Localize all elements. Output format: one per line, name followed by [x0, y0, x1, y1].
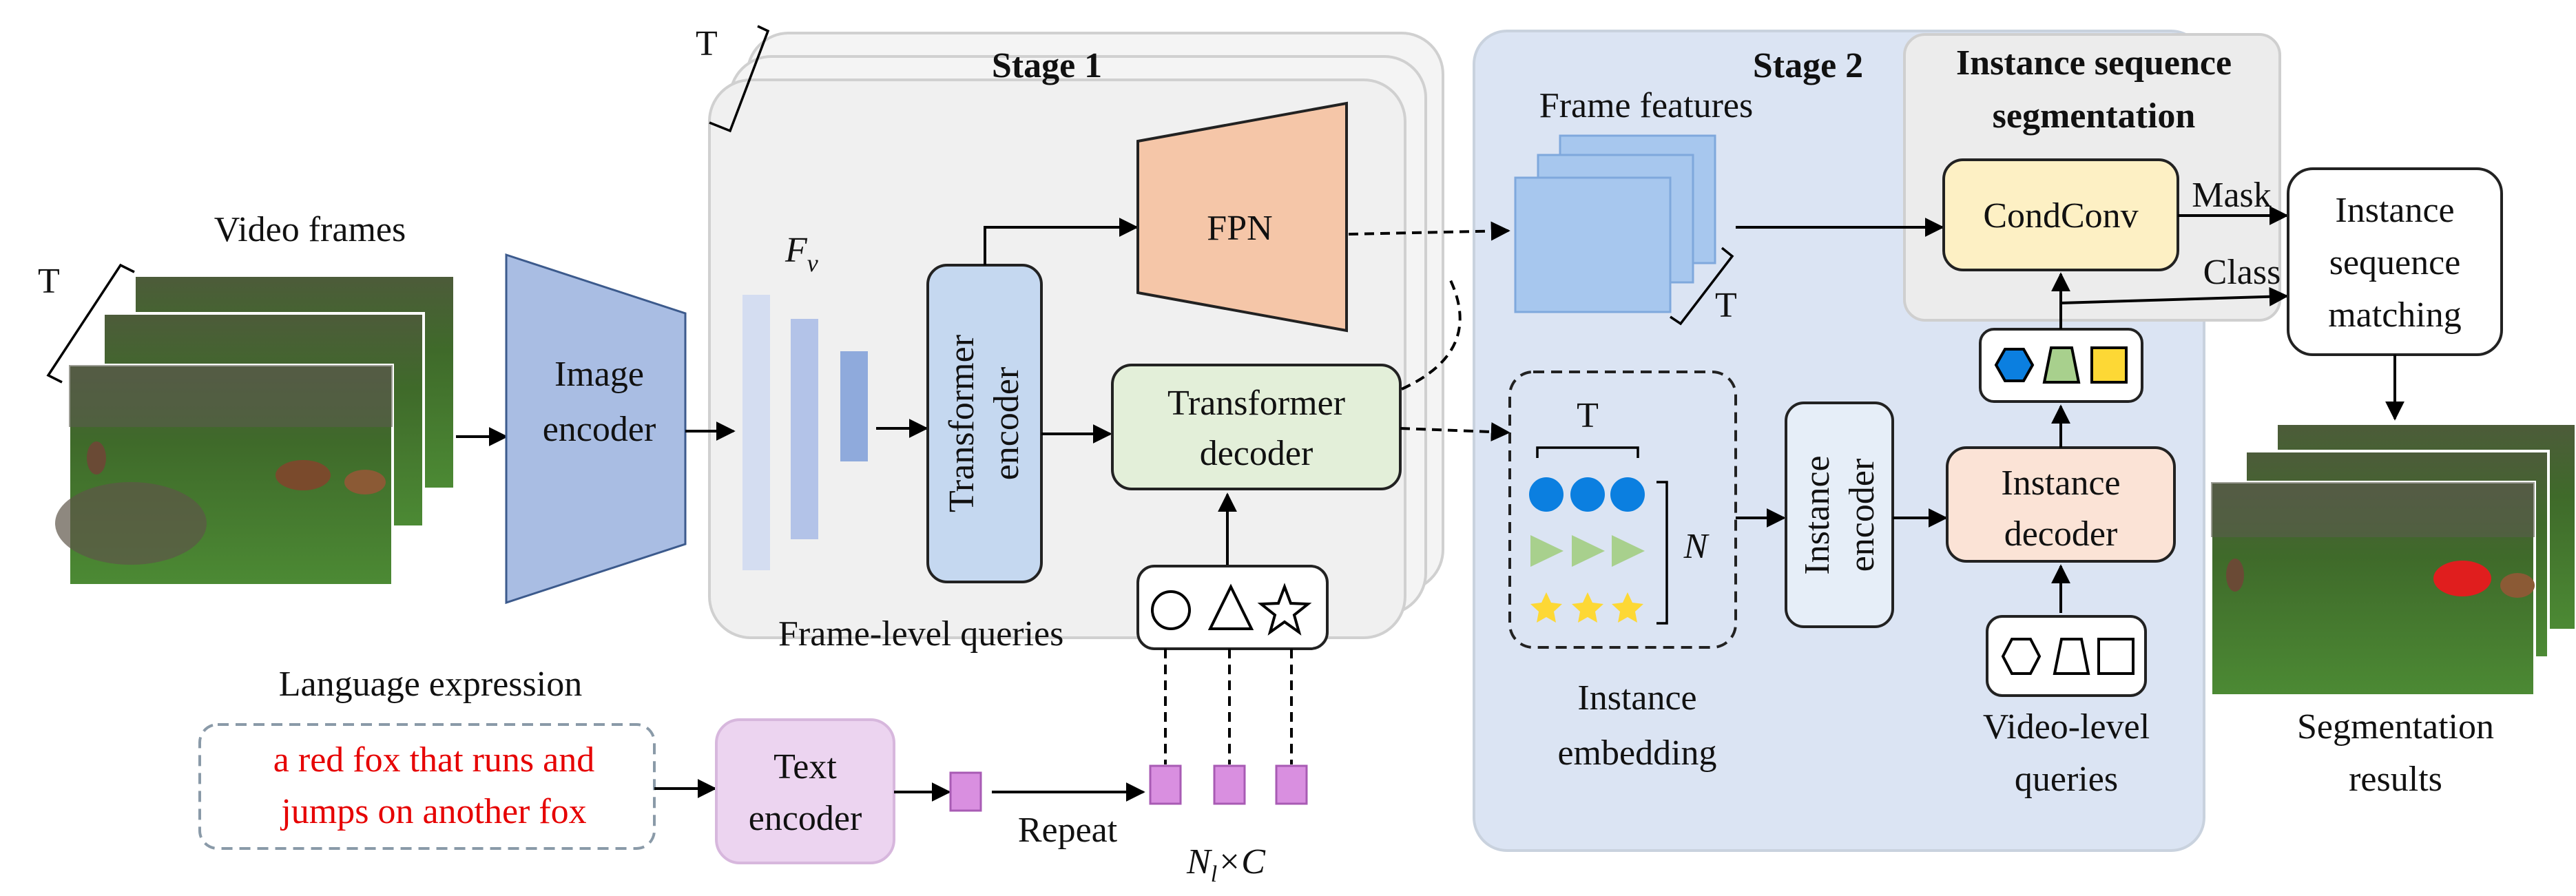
embed-triangle-2 [1572, 535, 1605, 567]
video-frames-title: Video frames [214, 210, 406, 249]
instance-encoder-block [1785, 402, 1894, 628]
fpn-label: FPN [1207, 209, 1272, 248]
transformer-decoder-block [1111, 364, 1402, 490]
result-fox-2 [2500, 573, 2535, 598]
instance-decoder-label-2: decoder [2004, 514, 2118, 554]
repeated-token-3 [1275, 764, 1308, 805]
repeat-label: Repeat [1018, 811, 1118, 850]
instance-seq-seg-title: Instance sequence [1956, 43, 2232, 83]
frame-features-title: Frame features [1539, 86, 1753, 125]
transformer-encoder-label: Transformer [942, 335, 981, 512]
t-video-label: T [38, 262, 60, 301]
instance-seq-matching-label-2: sequence [2329, 243, 2461, 282]
expression-text-line-1: a red fox that runs and [273, 740, 594, 780]
fox-figure-1 [276, 460, 331, 490]
segmented-fox-mask [2433, 561, 2491, 596]
decoder-stack-arc [1401, 278, 1462, 390]
instance-embedding-label-2: embedding [1557, 733, 1716, 773]
segmentation-results-label-2: results [2349, 760, 2442, 799]
hexagon-query-icon [2001, 638, 2042, 675]
class-label: Class [2203, 253, 2281, 292]
segmentation-results-stack [2210, 422, 2576, 697]
t-features-label: T [1715, 286, 1737, 325]
fpn-block [1136, 101, 1348, 333]
feature-map-2 [791, 319, 818, 539]
instance-embedding-box [1508, 371, 1737, 649]
image-encoder-label: Image [554, 355, 644, 394]
frame-level-queries-label: Frame-level queries [778, 614, 1063, 654]
text-encoder-label-2: encoder [749, 799, 862, 838]
instance-seq-matching-label-3: matching [2328, 295, 2462, 335]
arrow-tencoder-to-fpn [984, 218, 1139, 265]
fox-figure-3 [87, 441, 106, 475]
fox-figure-2 [344, 470, 386, 494]
t-video-bracket [46, 263, 135, 384]
repeated-token-1 [1149, 764, 1182, 805]
text-encoder-block [715, 718, 895, 864]
video-frame-stack [55, 274, 456, 587]
language-expression-title: Language expression [279, 665, 582, 704]
t-stage1-bracket [709, 25, 770, 133]
text-encoder-label: Text [773, 747, 837, 786]
trapezoid-output-icon [2042, 346, 2081, 384]
embed-star-1 [1530, 592, 1562, 623]
expression-text-line-2: jumps on another fox [280, 792, 586, 831]
t-embed-label: T [1577, 396, 1599, 435]
t-embed-bracket [1536, 446, 1639, 458]
mask-label: Mask [2192, 176, 2272, 215]
circle-query-icon [1151, 590, 1191, 630]
image-encoder-label-2: encoder [543, 410, 656, 449]
arrow-tdecoder-to-embedding [1400, 422, 1510, 442]
embed-star-3 [1612, 592, 1643, 623]
embed-circle-1 [1529, 477, 1564, 512]
feature-map-1 [742, 295, 770, 570]
sentence-token [949, 771, 982, 812]
embed-circle-3 [1610, 477, 1645, 512]
trapezoid-query-icon [2053, 638, 2090, 675]
transformer-decoder-label-2: decoder [1200, 434, 1313, 473]
instance-decoder-label: Instance [2001, 463, 2120, 503]
n-label: N [1683, 527, 1710, 566]
transformer-encoder-label-2: encoder [987, 367, 1026, 481]
t-features-bracket [1670, 247, 1734, 326]
nl-c-label: Nl×C [1186, 842, 1266, 887]
instance-encoder-label-2: encoder [1842, 459, 1882, 572]
segmentation-results-label: Segmentation [2297, 707, 2494, 747]
instance-embedding-label: Instance [1577, 678, 1696, 718]
condconv-label: CondConv [1983, 196, 2138, 236]
image-encoder-block [505, 253, 687, 605]
repeated-token-2 [1213, 764, 1246, 805]
transformer-decoder-label: Transformer [1167, 384, 1345, 423]
result-fox-3 [2226, 559, 2244, 592]
n-bracket [1656, 481, 1668, 625]
feature-map-3 [840, 351, 868, 461]
star-query-icon [1257, 583, 1312, 636]
embed-star-2 [1572, 592, 1603, 623]
video-level-queries-label-2: queries [2015, 760, 2118, 799]
embed-circle-2 [1570, 477, 1605, 512]
instance-encoder-label: Instance [1798, 455, 1837, 574]
square-query-icon [2097, 638, 2134, 675]
fv-label: Fv [785, 231, 818, 277]
embed-triangle-3 [1612, 535, 1645, 567]
t-stage1-label: T [696, 24, 718, 63]
instance-seq-matching-label: Instance [2335, 191, 2454, 230]
stage2-title: Stage 2 [1753, 46, 1863, 85]
video-level-queries-box [1986, 615, 2147, 697]
expression-box [198, 723, 656, 850]
embed-triangle-1 [1530, 535, 1564, 567]
frame-features-stack [1514, 134, 1716, 313]
triangle-query-icon [1207, 583, 1254, 630]
hexagon-output-icon [1994, 348, 2035, 382]
instance-seq-seg-title-2: segmentation [1993, 96, 2196, 136]
video-level-queries-label: Video-level [1983, 707, 2150, 747]
stage1-title: Stage 1 [992, 46, 1102, 85]
square-output-icon [2090, 346, 2128, 384]
arrow-fpn-to-features [1348, 221, 1510, 241]
arrow-class [2060, 286, 2289, 306]
frame-level-queries-box [1136, 565, 1329, 650]
